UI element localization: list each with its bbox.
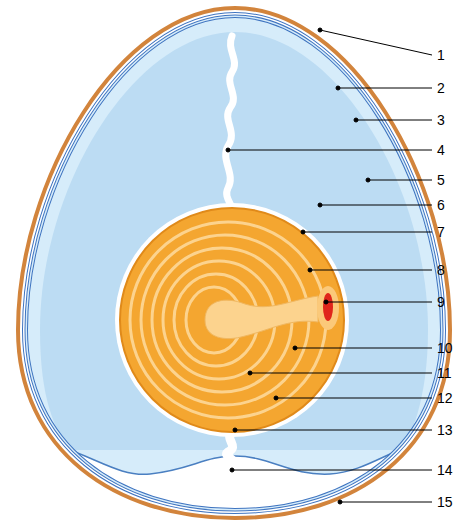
chalaza-top	[226, 36, 235, 208]
leader-dot	[230, 468, 234, 472]
callout-number: 8	[437, 262, 445, 278]
leader-line	[295, 348, 432, 349]
leader-line	[228, 150, 432, 151]
callout-number: 9	[437, 294, 445, 310]
outer-membrane	[18, 8, 450, 518]
shell-membranes	[18, 8, 450, 518]
leader-dot	[336, 86, 340, 90]
leader-dot	[308, 268, 312, 272]
thin-albumen	[18, 8, 450, 518]
callout-number: 6	[437, 197, 445, 213]
membrane-gap	[18, 8, 450, 518]
membrane-gap	[18, 8, 450, 518]
leader-dot	[248, 371, 252, 375]
vitelline-membrane	[115, 203, 349, 437]
leader-dot	[293, 346, 297, 350]
leader-line	[356, 120, 432, 121]
leader-line	[338, 88, 432, 89]
leader-dot	[324, 300, 328, 304]
callout-number: 13	[437, 422, 453, 438]
leader-dot	[226, 148, 230, 152]
latebra	[205, 296, 318, 339]
membrane-gap	[18, 8, 450, 518]
leader-line	[303, 232, 432, 233]
leader-line	[235, 430, 432, 431]
leader-dot	[354, 118, 358, 122]
callout-number: 3	[437, 112, 445, 128]
leader-line	[320, 30, 432, 55]
callout-number: 12	[437, 390, 453, 406]
leader-line	[232, 470, 432, 471]
leader-line	[310, 270, 432, 271]
inner-membrane	[18, 8, 450, 518]
leader-dot	[366, 178, 370, 182]
callout-number: 10	[437, 340, 453, 356]
callout-number: 14	[437, 462, 453, 478]
leader-line	[340, 502, 432, 503]
callout-number: 1	[437, 47, 445, 63]
callout-number: 4	[437, 142, 445, 158]
yolk-layer	[130, 222, 326, 418]
leader-line	[276, 398, 432, 399]
leader-line	[368, 180, 432, 181]
leader-dot	[338, 500, 342, 504]
callout-number: 11	[437, 365, 452, 381]
leader-line	[250, 373, 432, 374]
leader-dot	[301, 230, 305, 234]
callout-number: 15	[437, 494, 453, 510]
leader-dot	[274, 396, 278, 400]
callout-number: 2	[437, 80, 445, 96]
callout-number: 7	[437, 224, 445, 240]
germinal-disc-halo	[317, 286, 339, 330]
shell	[18, 8, 450, 518]
germinal-disc	[323, 293, 333, 321]
leader-dot	[233, 428, 237, 432]
leader-line	[326, 302, 432, 303]
leader-dot	[318, 28, 322, 32]
callout-number: 5	[437, 172, 445, 188]
leader-dot	[318, 203, 322, 207]
leader-line	[320, 205, 432, 206]
